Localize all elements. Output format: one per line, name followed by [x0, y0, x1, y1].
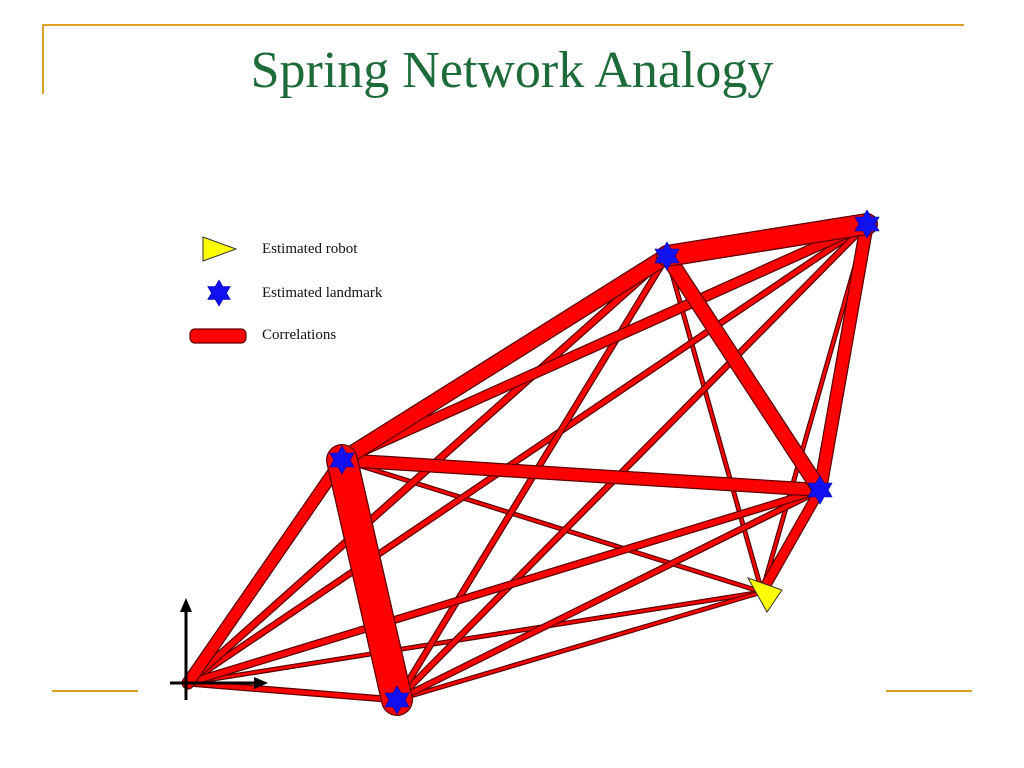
origin-axes-icon — [170, 598, 268, 700]
legend-landmark-star-icon — [207, 279, 231, 307]
correlation-spring — [333, 247, 676, 469]
legend — [189, 236, 247, 344]
robot-triangle-icon — [746, 577, 783, 613]
landmark-star-icon — [807, 475, 833, 505]
correlation-spring — [393, 486, 824, 704]
correlation-spring — [656, 213, 878, 267]
correlation-spring — [659, 248, 828, 498]
correlation-spring — [335, 453, 827, 497]
landmark-star-icon — [854, 209, 880, 239]
correlation-spring — [184, 679, 401, 704]
bottom-left-accent-line — [52, 690, 138, 692]
slide-title: Spring Network Analogy — [250, 42, 774, 99]
landmark-star-icon — [329, 445, 355, 475]
correlation-spring — [185, 589, 765, 686]
correlation-spring — [813, 217, 874, 497]
correlation-spring — [393, 220, 871, 704]
bottom-right-accent-line — [886, 690, 972, 692]
correlation-spring — [181, 453, 349, 690]
landmark-star-icon — [654, 241, 680, 271]
correlation-spring — [184, 220, 871, 687]
correlation-spring — [756, 484, 826, 598]
correlation-springs — [181, 213, 878, 716]
left-accent-line — [42, 24, 44, 94]
network-nodes — [329, 209, 880, 715]
legend-landmark-label: Estimated landmark — [262, 285, 383, 301]
legend-robot-label: Estimated robot — [262, 241, 358, 257]
legend-correlation-label: Correlations — [262, 327, 337, 343]
landmark-star-icon — [384, 685, 410, 715]
top-accent-line — [42, 24, 964, 26]
correlation-spring — [336, 218, 873, 466]
correlation-spring — [394, 589, 765, 703]
correlation-spring — [326, 444, 413, 716]
correlation-spring — [184, 486, 824, 687]
legend-robot-triangle-icon — [202, 236, 238, 262]
legend-correlation-swatch — [189, 328, 247, 344]
